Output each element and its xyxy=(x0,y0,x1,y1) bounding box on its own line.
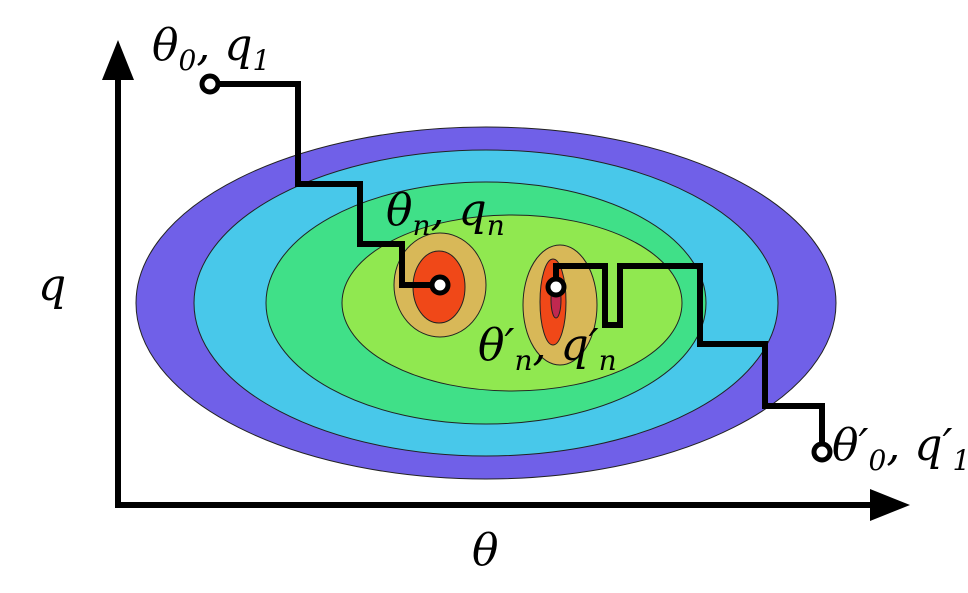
label-end-1: θn, qn xyxy=(386,185,505,242)
end-point-marker-2 xyxy=(545,276,567,298)
start-point-marker-2 xyxy=(811,441,833,463)
start-point-marker-1 xyxy=(199,73,221,95)
y-axis-arrowhead xyxy=(102,40,134,80)
contour-plot xyxy=(135,126,837,480)
axes xyxy=(102,40,910,521)
end-point-marker-1 xyxy=(429,274,451,296)
chain-path-2 xyxy=(553,263,825,452)
chain-path-1 xyxy=(210,81,440,288)
y-axis-label: q xyxy=(38,260,66,311)
x-axis-label: θ xyxy=(472,525,499,576)
label-end-2: θ′n, q′n xyxy=(478,320,617,377)
label-start-1: θ0, q1 xyxy=(152,20,270,77)
label-start-2: θ′0, q′1 xyxy=(832,420,968,477)
x-axis-arrowhead xyxy=(870,489,910,521)
